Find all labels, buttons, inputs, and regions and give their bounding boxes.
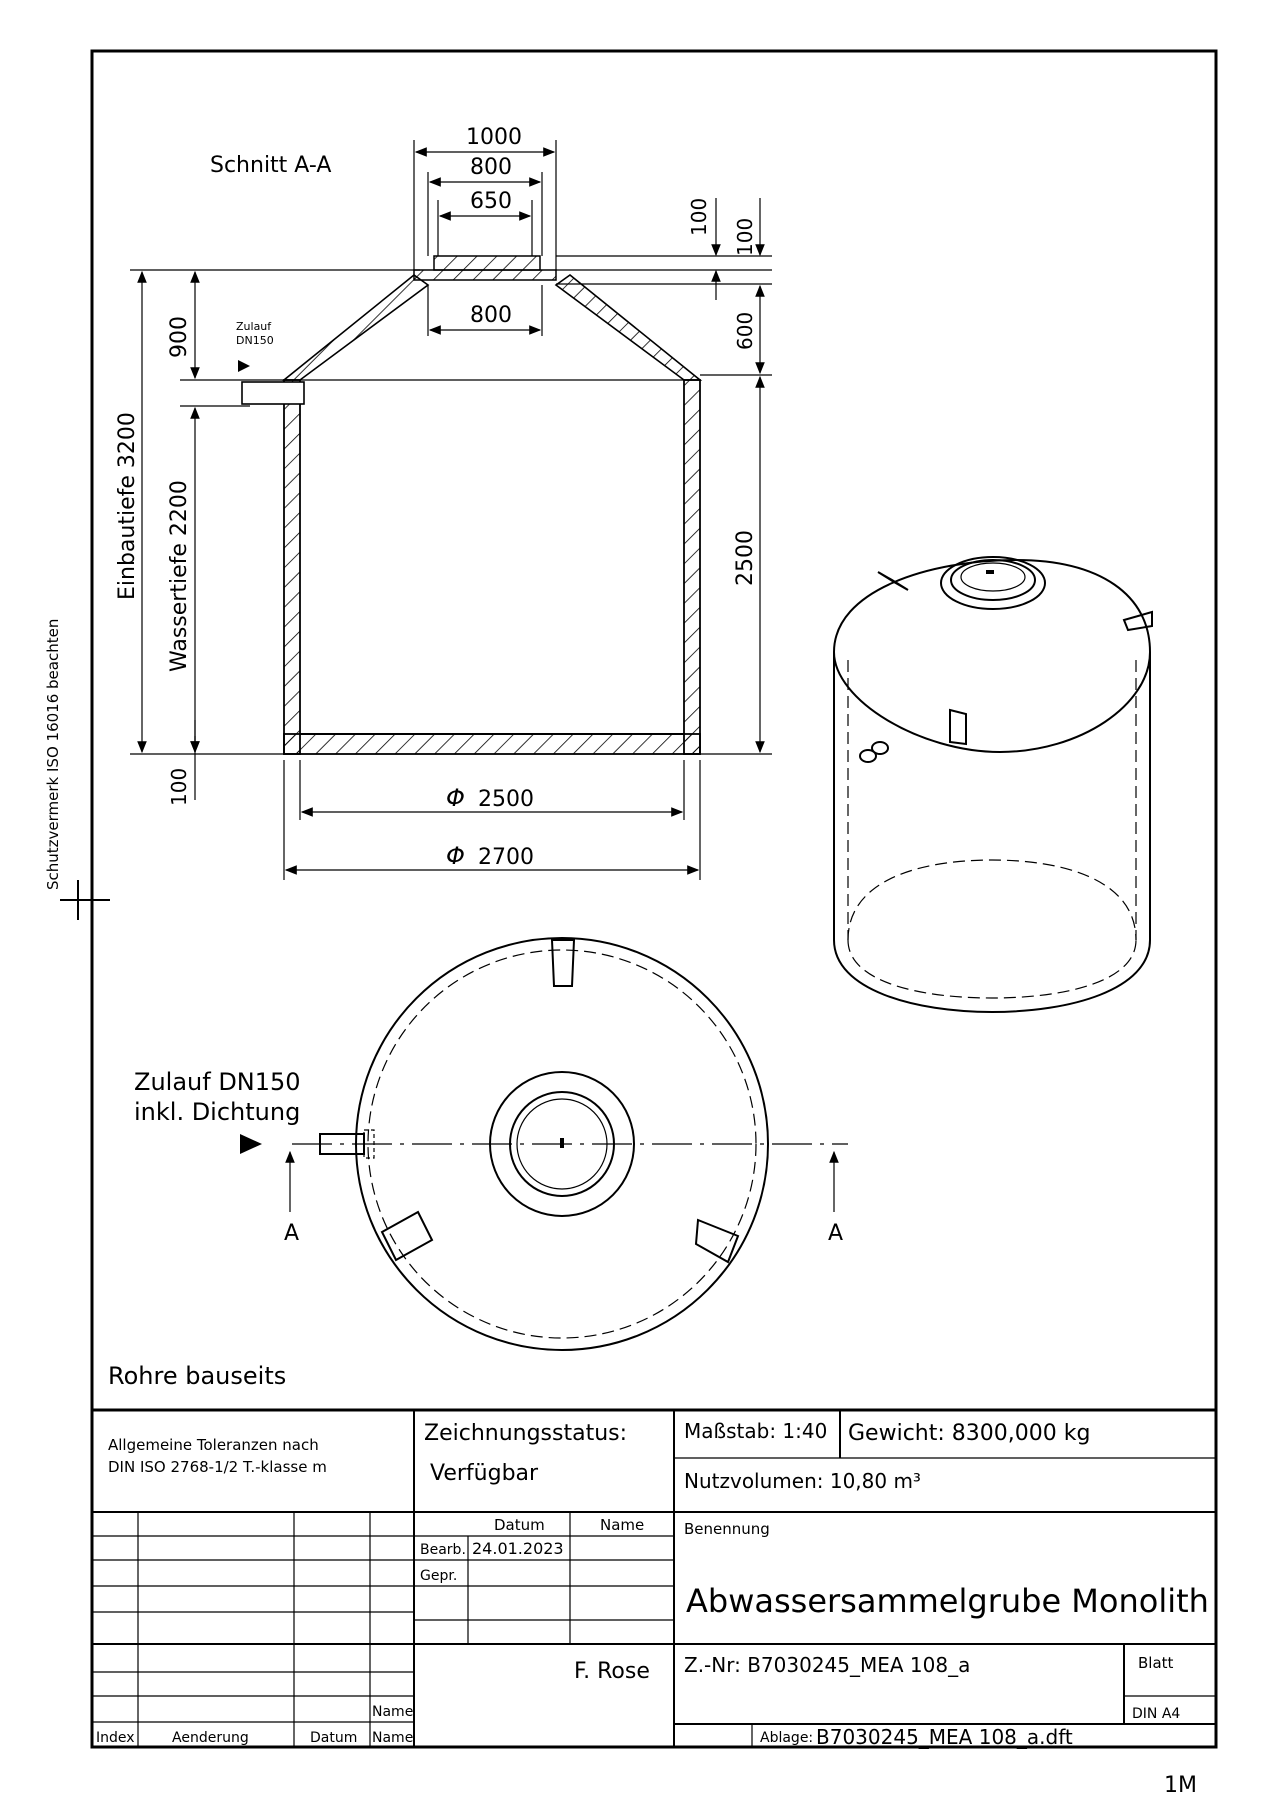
top-dimensions xyxy=(413,140,557,336)
volume: Nutzvolumen: 10,80 m³ xyxy=(684,1469,921,1493)
dim-800-top: 800 xyxy=(470,155,512,180)
ablage-label: Ablage: xyxy=(760,1730,813,1746)
rev-change: Aenderung xyxy=(172,1730,249,1746)
author: F. Rose xyxy=(574,1659,650,1684)
status-label: Zeichnungsstatus: xyxy=(424,1421,627,1446)
rev-name: Name xyxy=(372,1730,413,1746)
rev-index: Index xyxy=(96,1730,135,1746)
plan-view xyxy=(285,937,848,1351)
dim-600: 600 xyxy=(733,312,757,350)
dim-1000: 1000 xyxy=(466,125,522,150)
plan-inlet-arrow-icon xyxy=(240,1134,262,1154)
dim-dia-2700: 2700 xyxy=(478,845,534,870)
status-value: Verfügbar xyxy=(430,1461,539,1486)
drawing-frame xyxy=(90,49,1218,1749)
plan-inlet-label-2: inkl. Dichtung xyxy=(134,1098,300,1126)
plan-inlet-label-1: Zulauf DN150 xyxy=(134,1068,301,1096)
inlet-label-small-1: Zulauf xyxy=(236,320,272,333)
dia-symbol-2500: Φ xyxy=(446,784,465,812)
section-title: Schnitt A-A xyxy=(210,153,331,178)
inlet-label-small-2: DN150 xyxy=(236,334,274,347)
ablage-value: B7030245_MEA 108_a.dft xyxy=(816,1725,1073,1749)
blatt-label: Blatt xyxy=(1138,1654,1174,1672)
diameter-dimensions xyxy=(283,760,701,880)
tolerances-line-2: DIN ISO 2768-1/2 T.-klasse m xyxy=(108,1458,327,1476)
rev-name-label: Name xyxy=(372,1704,413,1720)
dim-900: 900 xyxy=(167,316,192,358)
dim-wassertiefe: Wassertiefe 2200 xyxy=(167,480,192,672)
rev-date: Datum xyxy=(310,1730,357,1746)
col-name: Name xyxy=(600,1516,644,1534)
col-datum: Datum xyxy=(494,1516,545,1534)
isometric-tank xyxy=(833,556,1153,1014)
dim-650: 650 xyxy=(470,189,512,214)
bearb-date: 24.01.2023 xyxy=(472,1539,564,1558)
title-block xyxy=(92,1408,1216,1747)
bearb-label: Bearb. xyxy=(420,1542,466,1558)
dim-dia-2500: 2500 xyxy=(478,787,534,812)
gepr-label: Gepr. xyxy=(420,1568,457,1584)
dim-800-neck: 800 xyxy=(470,303,512,328)
corner-mark: 1M xyxy=(1164,1773,1197,1798)
benennung-label: Benennung xyxy=(684,1520,770,1538)
drawing-title: Abwassersammelgrube Monolith xyxy=(686,1582,1209,1620)
scale: Maßstab: 1:40 xyxy=(684,1419,827,1443)
inlet-arrow-icon xyxy=(238,360,250,372)
cut-label-left: A xyxy=(284,1221,299,1246)
weight: Gewicht: 8300,000 kg xyxy=(848,1421,1090,1446)
dim-einbautiefe: Einbautiefe 3200 xyxy=(115,412,140,600)
din-format: DIN A4 xyxy=(1132,1706,1180,1722)
left-dimensions xyxy=(130,269,420,800)
drawing-number: Z.-Nr: B7030245_MEA 108_a xyxy=(684,1653,970,1677)
dia-symbol-2700: Φ xyxy=(446,842,465,870)
tank-section xyxy=(241,255,703,755)
side-protection-note: Schutzvermerk ISO 16016 beachten xyxy=(44,619,62,890)
pipes-note: Rohre bauseits xyxy=(108,1362,286,1390)
dim-100-bottom: 100 xyxy=(167,768,191,806)
dim-100-right-a: 100 xyxy=(687,198,711,236)
dim-100-right-b: 100 xyxy=(733,218,757,256)
cut-label-right: A xyxy=(828,1221,843,1246)
tolerances-line-1: Allgemeine Toleranzen nach xyxy=(108,1436,319,1454)
right-dimensions xyxy=(556,198,772,755)
dim-2500-height: 2500 xyxy=(733,530,758,586)
